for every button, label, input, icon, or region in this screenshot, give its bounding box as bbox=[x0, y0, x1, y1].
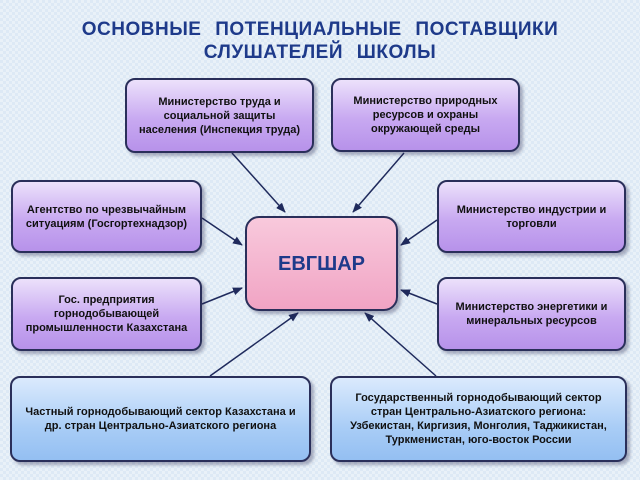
center-node: ЕВГШАР bbox=[245, 216, 398, 311]
arrow-state-mining bbox=[201, 287, 243, 305]
arrow-labor-ministry bbox=[231, 152, 286, 213]
title-line-2: СЛУШАТЕЛЕЙ ШКОЛЫ bbox=[203, 42, 437, 63]
box-nature-ministry: Министерство природных ресурсов и охраны… bbox=[331, 78, 520, 152]
box-industry-ministry: Министерство индустрии и торговли bbox=[437, 180, 626, 253]
box-state-sector-ca: Государственный горнодобывающий сектор с… bbox=[330, 376, 627, 462]
arrow-private-sector bbox=[209, 312, 299, 377]
arrow-state-sector-ca bbox=[364, 312, 437, 377]
arrow-emergency-agency bbox=[201, 217, 243, 246]
box-state-sector-ca-label: Государственный горнодобывающий сектор с… bbox=[350, 392, 607, 446]
arrow-nature-ministry bbox=[352, 152, 405, 213]
box-state-mining: Гос. предприятия горнодобывающей промышл… bbox=[11, 277, 202, 351]
box-labor-ministry-label: Министерство труда и социальной защиты н… bbox=[138, 95, 300, 136]
box-state-mining-label: Гос. предприятия горнодобывающей промышл… bbox=[25, 294, 188, 334]
box-nature-ministry-label: Министерство природных ресурсов и охраны… bbox=[353, 95, 498, 135]
box-energy-ministry-label: Министерство энергетики и минеральных ре… bbox=[455, 301, 608, 327]
box-energy-ministry: Министерство энергетики и минеральных ре… bbox=[437, 277, 626, 351]
box-private-sector: Частный горнодобывающий сектор Казахстан… bbox=[10, 376, 311, 462]
box-industry-ministry-label: Министерство индустрии и торговли bbox=[456, 203, 607, 230]
page-title: ОСНОВНЫЕ ПОТЕНЦИАЛЬНЫЕ ПОСТАВЩИКИ СЛУШАТ… bbox=[0, 18, 640, 64]
arrow-industry-ministry bbox=[400, 219, 438, 246]
center-node-label: ЕВГШАР bbox=[277, 252, 365, 275]
title-line-1: ОСНОВНЫЕ ПОТЕНЦИАЛЬНЫЕ ПОСТАВЩИКИ bbox=[81, 19, 559, 40]
arrow-energy-ministry bbox=[400, 289, 438, 305]
box-emergency-agency: Агентство по чрезвычайным ситуациям (Гос… bbox=[11, 180, 202, 253]
box-labor-ministry: Министерство труда и социальной защиты н… bbox=[125, 78, 314, 153]
box-emergency-agency-label: Агентство по чрезвычайным ситуациям (Гос… bbox=[25, 203, 188, 230]
box-private-sector-label: Частный горнодобывающий сектор Казахстан… bbox=[25, 406, 296, 432]
